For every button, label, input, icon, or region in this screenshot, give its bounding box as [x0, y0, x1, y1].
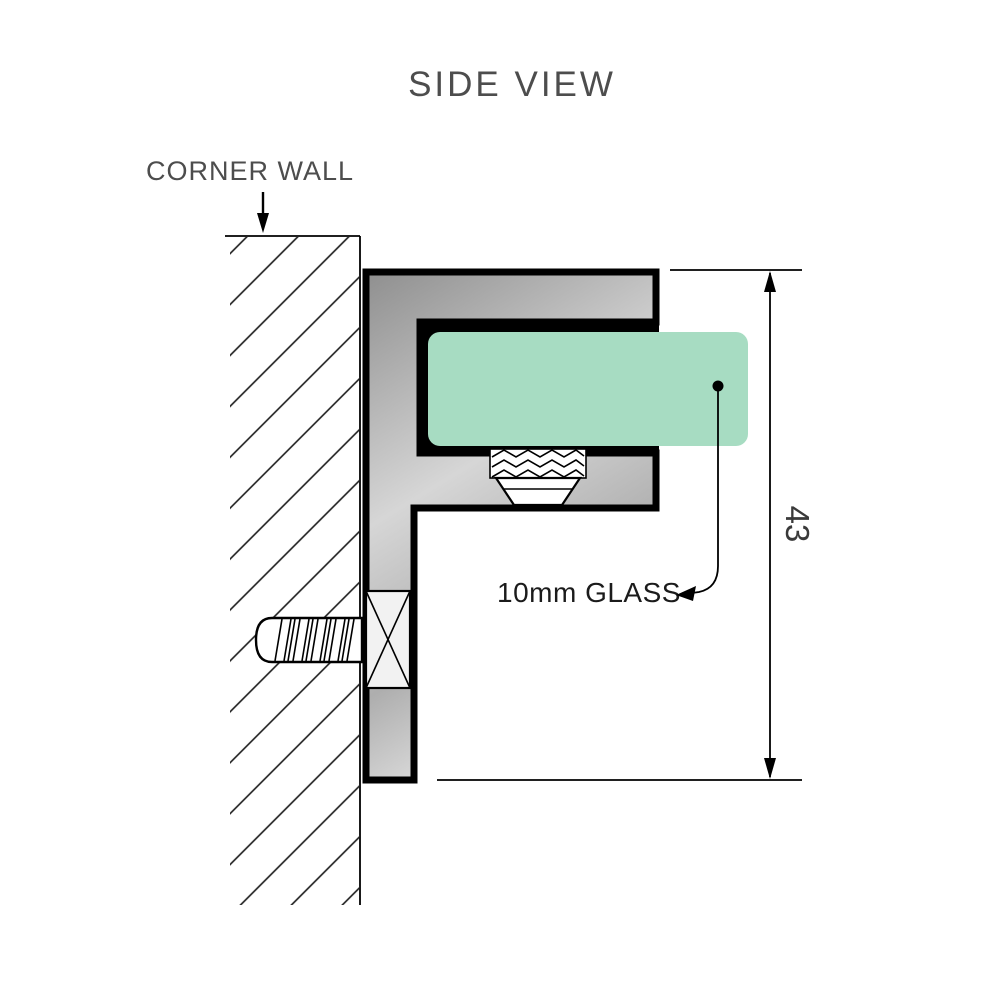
glass-callout-leader: [676, 380, 724, 601]
screw-head: [364, 589, 412, 690]
wall-hatching: [230, 237, 360, 905]
grub-screw: [489, 448, 587, 507]
diagram-title: SIDE VIEW: [408, 65, 616, 104]
corner-wall-label: CORNER WALL: [146, 156, 354, 186]
wall-screw: [254, 616, 364, 664]
dimension-43: 43: [437, 269, 816, 781]
screw-threads: [274, 618, 355, 662]
glass-panel: [428, 332, 748, 446]
dimension-label: 43: [779, 506, 816, 543]
corner-wall-arrow: [257, 192, 269, 233]
glass-callout-label: 10mm GLASS: [497, 577, 681, 608]
